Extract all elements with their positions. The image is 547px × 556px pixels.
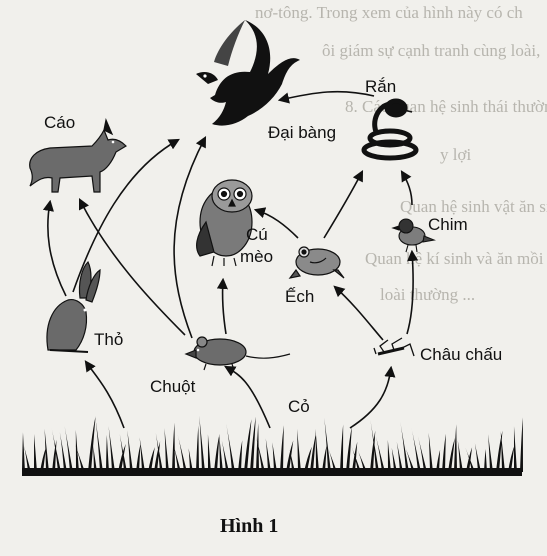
- bleed-line: loài thường ...: [380, 285, 475, 304]
- grasshopper-icon: [373, 337, 415, 357]
- fox-icon: [29, 117, 127, 193]
- owl-icon: [196, 179, 253, 267]
- label-snake: Rắn: [365, 77, 396, 96]
- label-fox: Cáo: [44, 113, 75, 132]
- arrow-ech-ran: [323, 170, 364, 239]
- arrow-chauchau-chim: [406, 249, 419, 335]
- label-rabbit: Thỏ: [94, 330, 123, 349]
- arrow-co-chuot: [224, 365, 271, 429]
- bleed-line: y lợi: [440, 145, 471, 164]
- frog-icon: [288, 246, 345, 279]
- bleed-line: Quan hệ sinh vật ăn sinh vật khác: [400, 197, 547, 216]
- mouse-icon: [184, 336, 291, 371]
- arrow-ran-daibang: [277, 90, 375, 104]
- label-owl-line1: Cú: [246, 225, 268, 244]
- label-owl-line2: mèo: [240, 247, 273, 266]
- bleed-line: nơ-tông. Trong xem của hình này có ch: [255, 3, 523, 22]
- label-grass: Cỏ: [288, 397, 310, 416]
- figure-caption: Hình 1: [220, 515, 278, 537]
- eagle-icon: [196, 20, 300, 126]
- rabbit-icon: [46, 260, 101, 353]
- arrow-chim-ran: [400, 170, 413, 206]
- bleed-line: Quan hệ kí sinh và ăn mồi: [365, 249, 544, 268]
- bleed-line: ôi giám sự cạnh tranh cùng loài,: [322, 41, 540, 60]
- arrow-co-chauchau: [349, 365, 396, 429]
- arrow-tho-cao: [42, 199, 67, 297]
- grass-icon: [22, 415, 523, 476]
- feeding-links: [42, 90, 419, 429]
- arrow-co-tho: [84, 360, 125, 429]
- arrow-chauchau-ech: [333, 285, 384, 341]
- label-frog: Ếch: [285, 287, 314, 306]
- arrow-chuot-cumeo: [216, 277, 228, 335]
- arrow-chuot-cao: [78, 197, 186, 336]
- label-grasshopper: Châu chấu: [420, 345, 502, 364]
- label-eagle: Đại bàng: [268, 123, 336, 142]
- bird-icon: [391, 218, 436, 253]
- arrow-ech-cumeo: [253, 207, 299, 239]
- arrow-tho-daibang: [72, 138, 180, 293]
- label-mouse: Chuột: [150, 377, 196, 396]
- arrow-chuot-daibang: [173, 136, 207, 339]
- snake-icon: [361, 98, 419, 161]
- label-bird: Chim: [428, 215, 468, 234]
